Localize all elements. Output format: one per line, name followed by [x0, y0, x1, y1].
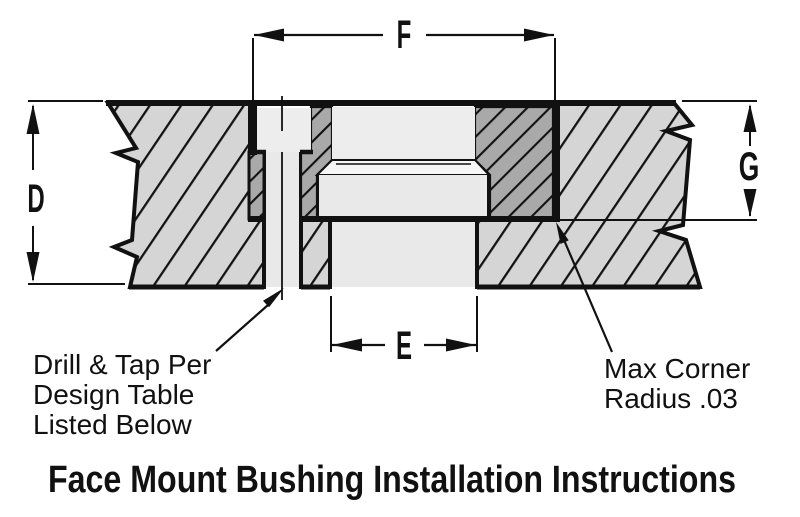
- dim-label-d: D: [27, 176, 44, 221]
- dim-e-arrow-right: [446, 338, 476, 352]
- flange-outer-wall-left: [248, 103, 257, 155]
- drill-tap-label-line-2: Design Table: [33, 379, 194, 410]
- plate-left-section: [104, 101, 266, 289]
- dim-g-arrow-down: [743, 189, 757, 217]
- plate-mid-section: [299, 217, 332, 289]
- leader-drill-tap-arrowhead: [263, 288, 284, 308]
- drill-tap-label-line-1: Drill & Tap Per: [33, 349, 211, 380]
- corner-radius-label-line-2: Radius .03: [604, 383, 738, 414]
- leader-corner-radius-arrowhead: [556, 222, 569, 244]
- diagram-title: Face Mount Bushing Installation Instruct…: [48, 459, 736, 501]
- dim-f-arrow-left: [254, 28, 284, 42]
- dim-g-arrow-up: [743, 104, 757, 132]
- leader-drill-tap: [215, 304, 269, 352]
- dim-d-arrow-up: [26, 104, 40, 134]
- bushing-flange-left-sliver: [247, 150, 266, 221]
- screw-head-recess: [257, 108, 311, 152]
- dim-d-arrow-down: [26, 252, 40, 282]
- dim-f-arrow-right: [524, 28, 554, 42]
- bore-step-chamfer: [314, 159, 492, 176]
- drill-tap-label-line-3: Listed Below: [33, 409, 193, 440]
- dim-label-f: F: [397, 12, 412, 57]
- dim-label-g: G: [739, 145, 760, 190]
- bore-upper: [332, 107, 475, 160]
- corner-radius-label-line-1: Max Corner: [604, 353, 750, 384]
- leader-corner-radius: [562, 239, 614, 353]
- flange-outer-wall-right: [552, 103, 560, 222]
- bore-lower-recess: [317, 175, 489, 217]
- through-hole: [330, 222, 477, 287]
- dim-e-arrow-left: [332, 338, 362, 352]
- dim-label-e: E: [396, 323, 412, 368]
